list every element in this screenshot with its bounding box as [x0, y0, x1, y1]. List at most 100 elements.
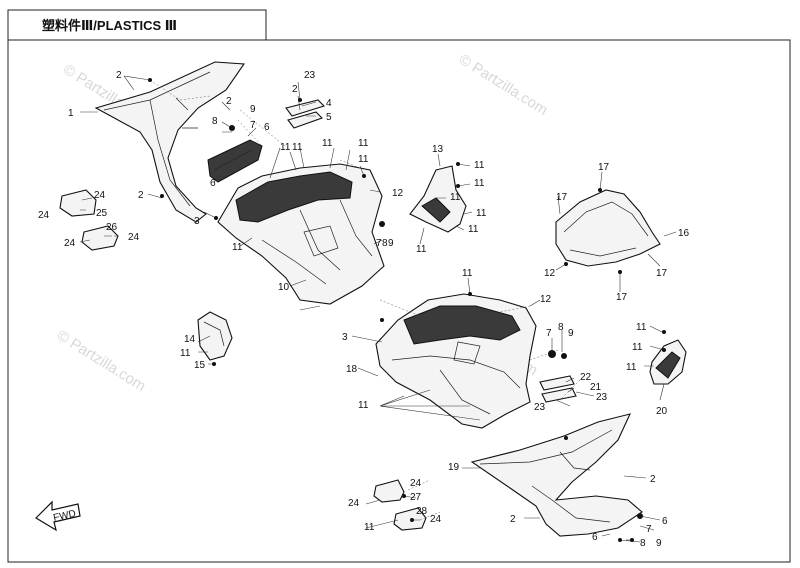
callout-label: 23: [304, 70, 316, 81]
callout-label: 7: [646, 524, 652, 535]
fastener: [212, 362, 216, 366]
fastener: [229, 125, 235, 131]
part-rear-cover: [555, 189, 661, 267]
callout-label: 11: [322, 138, 333, 149]
callout-label: 11: [474, 178, 485, 189]
callout-label: 16: [678, 228, 690, 239]
callout-label: 2: [292, 84, 298, 95]
fwd-label: FWD: [52, 508, 77, 523]
fastener: [561, 353, 567, 359]
callout-label: 5: [326, 112, 332, 123]
callout-label: 17: [556, 192, 568, 203]
callout-label: 23: [596, 392, 608, 403]
callout-label: 8: [558, 322, 564, 333]
diagram-frame: [7, 39, 791, 563]
callout-label: 11: [416, 244, 427, 255]
callout-label: 9: [250, 104, 256, 115]
callout-label: 6: [592, 532, 598, 543]
callout-label: 3: [194, 216, 200, 227]
callout-label: 7: [546, 328, 552, 339]
callout-label: 11: [450, 192, 461, 203]
callout-label: 27: [410, 492, 422, 503]
callout-label: 24: [64, 238, 76, 249]
callout-label: 11: [468, 224, 479, 235]
callout-label: 12: [544, 268, 556, 279]
part-small-bracket-26: [81, 225, 119, 251]
callout-label: 14: [184, 334, 196, 345]
callout-label: 11: [232, 242, 243, 253]
fastener: [410, 518, 414, 522]
fastener: [548, 350, 556, 358]
part-left-plate: [197, 311, 233, 361]
callout-label: 2: [650, 474, 656, 485]
fastener: [630, 538, 634, 542]
fastener: [618, 270, 622, 274]
fastener: [160, 194, 164, 198]
callout-label: 2: [116, 70, 122, 81]
callout-label: 21: [590, 382, 602, 393]
fastener: [456, 162, 460, 166]
callout-label: 19: [448, 462, 460, 473]
fastener: [662, 330, 666, 334]
callout-label: 11: [462, 268, 473, 279]
part-side-grille: [649, 339, 687, 385]
callout-label: 17: [616, 292, 628, 303]
fastener: [564, 436, 568, 440]
callout-label: 24: [410, 478, 422, 489]
callout-label: 24: [38, 210, 50, 221]
part-mount-bracket: [207, 139, 263, 183]
callout-label: 9: [388, 238, 394, 249]
callout-label: 6: [210, 178, 216, 189]
callout-label: 13: [432, 144, 444, 155]
callout-label: 9: [568, 328, 574, 339]
callout-label: 1: [68, 108, 74, 119]
callout-labels: 2 1 2 3 2 9 8 7 6 6 23 2 4 5 11 11 11 11…: [38, 70, 690, 549]
callout-label: 20: [656, 406, 668, 417]
callout-label: 24: [430, 514, 442, 525]
watermark: © Partzilla.com: [54, 327, 149, 395]
leader-lines: [79, 75, 677, 543]
fastener: [380, 318, 384, 322]
callout-label: 2: [226, 96, 232, 107]
callout-label: 28: [416, 506, 428, 517]
fastener: [468, 292, 472, 296]
fastener: [362, 174, 366, 178]
fastener: [662, 348, 666, 352]
fastener: [618, 538, 622, 542]
callout-label: 26: [106, 222, 118, 233]
title-box: [7, 9, 267, 41]
fastener: [637, 513, 643, 519]
callout-label: 7: [376, 238, 382, 249]
callout-label: 10: [278, 282, 290, 293]
callout-label: 11: [358, 138, 369, 149]
part-lower-inner-panel: [375, 293, 537, 429]
callout-label: 17: [598, 162, 610, 173]
callout-label: 11: [626, 362, 637, 373]
callout-label: 24: [348, 498, 360, 509]
callout-label: 11: [292, 142, 303, 153]
fastener: [148, 78, 152, 82]
callout-label: 8: [640, 538, 646, 549]
callout-label: 15: [194, 360, 206, 371]
fastener: [379, 221, 385, 227]
callout-label: 11: [632, 342, 643, 353]
diagram-title: 塑料件Ⅲ/PLASTICS Ⅲ: [42, 18, 177, 33]
part-center-inner-panel: [217, 163, 385, 305]
callout-label: 24: [128, 232, 140, 243]
callout-label: 24: [94, 190, 106, 201]
part-small-bracket-28: [393, 507, 427, 531]
part-upper-side-fairing: [94, 61, 246, 223]
callout-label: 8: [212, 116, 218, 127]
callout-label: 25: [96, 208, 108, 219]
callout-label: 4: [326, 98, 332, 109]
fastener: [456, 184, 460, 188]
callout-label: 18: [346, 364, 358, 375]
callout-label: 9: [656, 538, 662, 549]
callout-label: 17: [656, 268, 668, 279]
callout-label: 2: [510, 514, 516, 525]
part-small-bracket-27: [373, 479, 405, 503]
callout-label: 11: [180, 348, 191, 359]
callout-label: 22: [580, 372, 592, 383]
fastener: [564, 262, 568, 266]
callout-label: 11: [474, 160, 485, 171]
